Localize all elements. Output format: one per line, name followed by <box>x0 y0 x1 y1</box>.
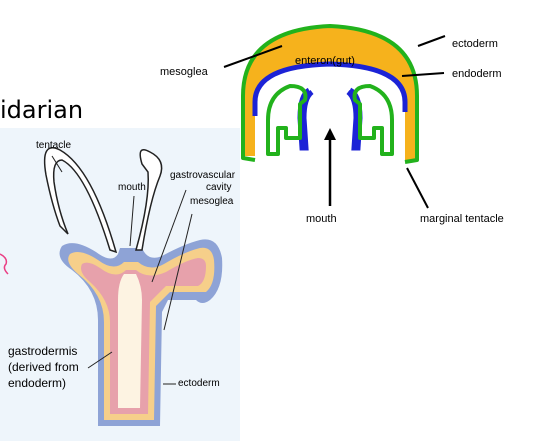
label-ectoderm: ectoderm <box>452 38 498 50</box>
polyp-label-mesoglea: mesoglea <box>190 196 233 207</box>
medusa-mouth-arrowhead <box>324 128 336 140</box>
polyp-label-derived-from: (derived from <box>8 360 79 374</box>
marginal-tentacle-pointer <box>407 168 428 208</box>
label-marginal-tentacle: marginal tentacle <box>420 213 504 225</box>
polyp-label-ectoderm: ectoderm <box>178 378 220 389</box>
medusa-endoderm <box>255 64 405 116</box>
polyp-label-cavity: cavity <box>206 182 232 193</box>
polyp-tentacle-left <box>45 148 116 252</box>
label-enteron: enteron(gut) <box>295 55 355 67</box>
label-endoderm: endoderm <box>452 68 502 80</box>
ectoderm-pointer <box>418 36 445 46</box>
polyp-label-endoderm: endoderm) <box>8 376 66 390</box>
polyp-cavity <box>118 274 142 408</box>
polyp-label-mouth: mouth <box>118 182 146 193</box>
label-mesoglea: mesoglea <box>160 66 208 78</box>
polyp-label-gastrovascular: gastrovascular <box>170 170 235 181</box>
polyp-tentacle-right <box>136 150 162 250</box>
label-mouth: mouth <box>306 213 337 225</box>
polyp-label-tentacle: tentacle <box>36 140 71 151</box>
polyp-label-gastrodermis: gastrodermis <box>8 344 77 358</box>
